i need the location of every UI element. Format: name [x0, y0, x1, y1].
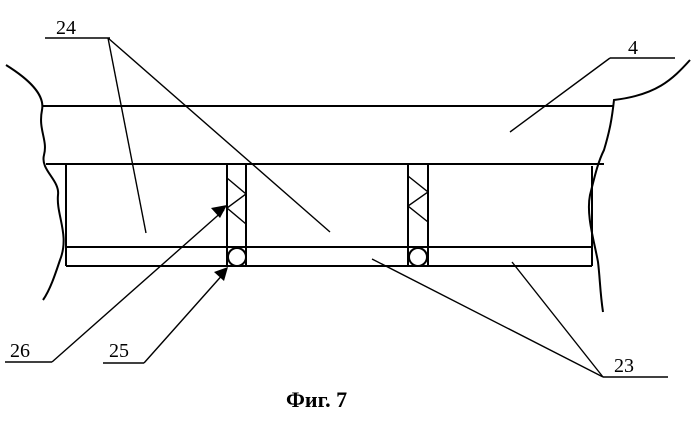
block-3 — [428, 164, 592, 266]
leader-lines — [5, 38, 675, 377]
label-4: 4 — [628, 37, 638, 59]
right-break-curve — [589, 60, 690, 312]
label-23: 23 — [614, 355, 634, 377]
seal-1 — [227, 164, 246, 266]
seal-2 — [408, 164, 428, 266]
figure-caption: Фиг. 7 — [286, 387, 347, 412]
label-26: 26 — [10, 340, 30, 362]
left-break-curve — [6, 65, 64, 300]
arrowhead-26 — [211, 205, 227, 218]
block-1 — [66, 164, 227, 266]
label-25: 25 — [109, 340, 129, 362]
ring-seal-2 — [409, 248, 427, 266]
label-24: 24 — [56, 17, 76, 39]
arrowhead-25 — [214, 267, 228, 281]
ring-seal-1 — [228, 248, 246, 266]
